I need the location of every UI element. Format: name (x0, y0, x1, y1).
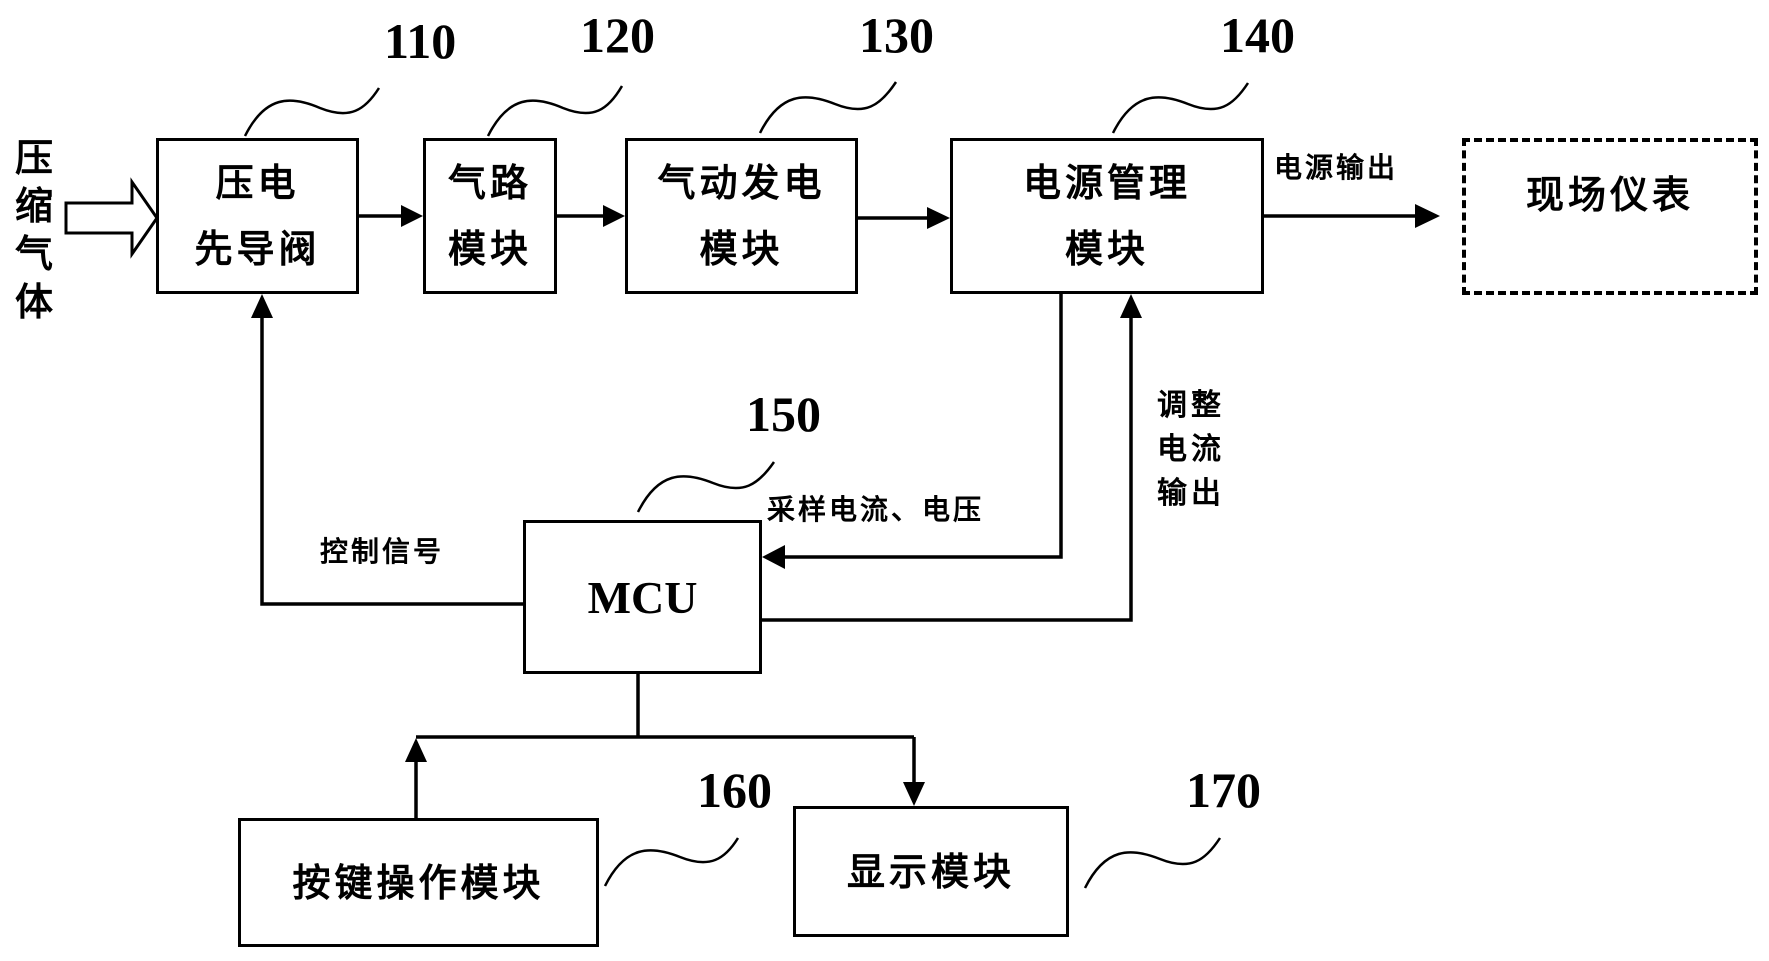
block-piezo-pilot-valve-label: 压电 先导阀 (194, 161, 321, 271)
sampling-line (782, 293, 1063, 559)
block-power-management: 电源管理 模块 (950, 138, 1264, 294)
leader-110 (243, 87, 381, 137)
block-field-instrument-label: 现场仪表 (1525, 173, 1694, 217)
block-field-instrument: 现场仪表 (1462, 138, 1758, 295)
ref-number-170: 170 (1186, 762, 1261, 818)
arrowhead-key-to-bus (405, 738, 427, 762)
arrowhead-110-to-120 (401, 205, 423, 227)
leader-120 (486, 85, 624, 137)
block-pneumatic-generator: 气动发电 模块 (625, 138, 858, 294)
ref-number-110: 110 (384, 13, 457, 69)
block-key-operation: 按键操作模块 (238, 818, 599, 947)
leader-160 (603, 837, 740, 887)
block-mcu-label: MCU (587, 571, 698, 623)
arrowhead-bus-to-display (903, 782, 925, 806)
leader-170 (1083, 837, 1222, 889)
ref-number-150: 150 (746, 386, 821, 442)
block-display: 显示模块 (793, 806, 1069, 937)
block-pneumatic-generator-label: 气动发电 模块 (657, 161, 826, 271)
edge-label-sampling: 采样电流、电压 (767, 493, 985, 526)
edge-label-adjust-current: 调整电流输出 (1157, 388, 1225, 511)
control-signal-line (260, 316, 523, 606)
leader-130 (758, 81, 898, 134)
arrowhead-120-to-130 (603, 205, 625, 227)
leader-140 (1111, 82, 1250, 134)
block-air-path-label: 气路 模块 (447, 161, 532, 271)
block-mcu: MCU (523, 520, 762, 674)
ref-number-130: 130 (859, 7, 934, 63)
block-piezo-pilot-valve: 压电 先导阀 (156, 138, 359, 294)
block-air-path: 气路 模块 (423, 138, 557, 294)
arrowhead-adjust-current (1120, 294, 1142, 318)
arrowhead-control-signal (251, 294, 273, 318)
ref-number-140: 140 (1220, 7, 1295, 63)
ref-number-120: 120 (580, 7, 655, 63)
arrowhead-130-to-140 (927, 207, 950, 229)
block-power-management-label: 电源管理 模块 (1022, 161, 1191, 271)
arrowhead-sampling (762, 545, 785, 569)
block-display-label: 显示模块 (846, 849, 1015, 894)
input-label-compressed-gas: 压缩气体 (14, 136, 53, 324)
adjust-current-line (761, 316, 1133, 622)
arrowhead-power-output (1415, 204, 1440, 228)
leader-150 (636, 461, 776, 513)
edge-label-control-signal: 控制信号 (320, 535, 445, 568)
edge-label-power-output: 电源输出 (1274, 151, 1399, 184)
block-key-operation-label: 按键操作模块 (292, 860, 545, 905)
ref-number-160: 160 (697, 762, 772, 818)
input-hollow-arrow (64, 177, 159, 259)
